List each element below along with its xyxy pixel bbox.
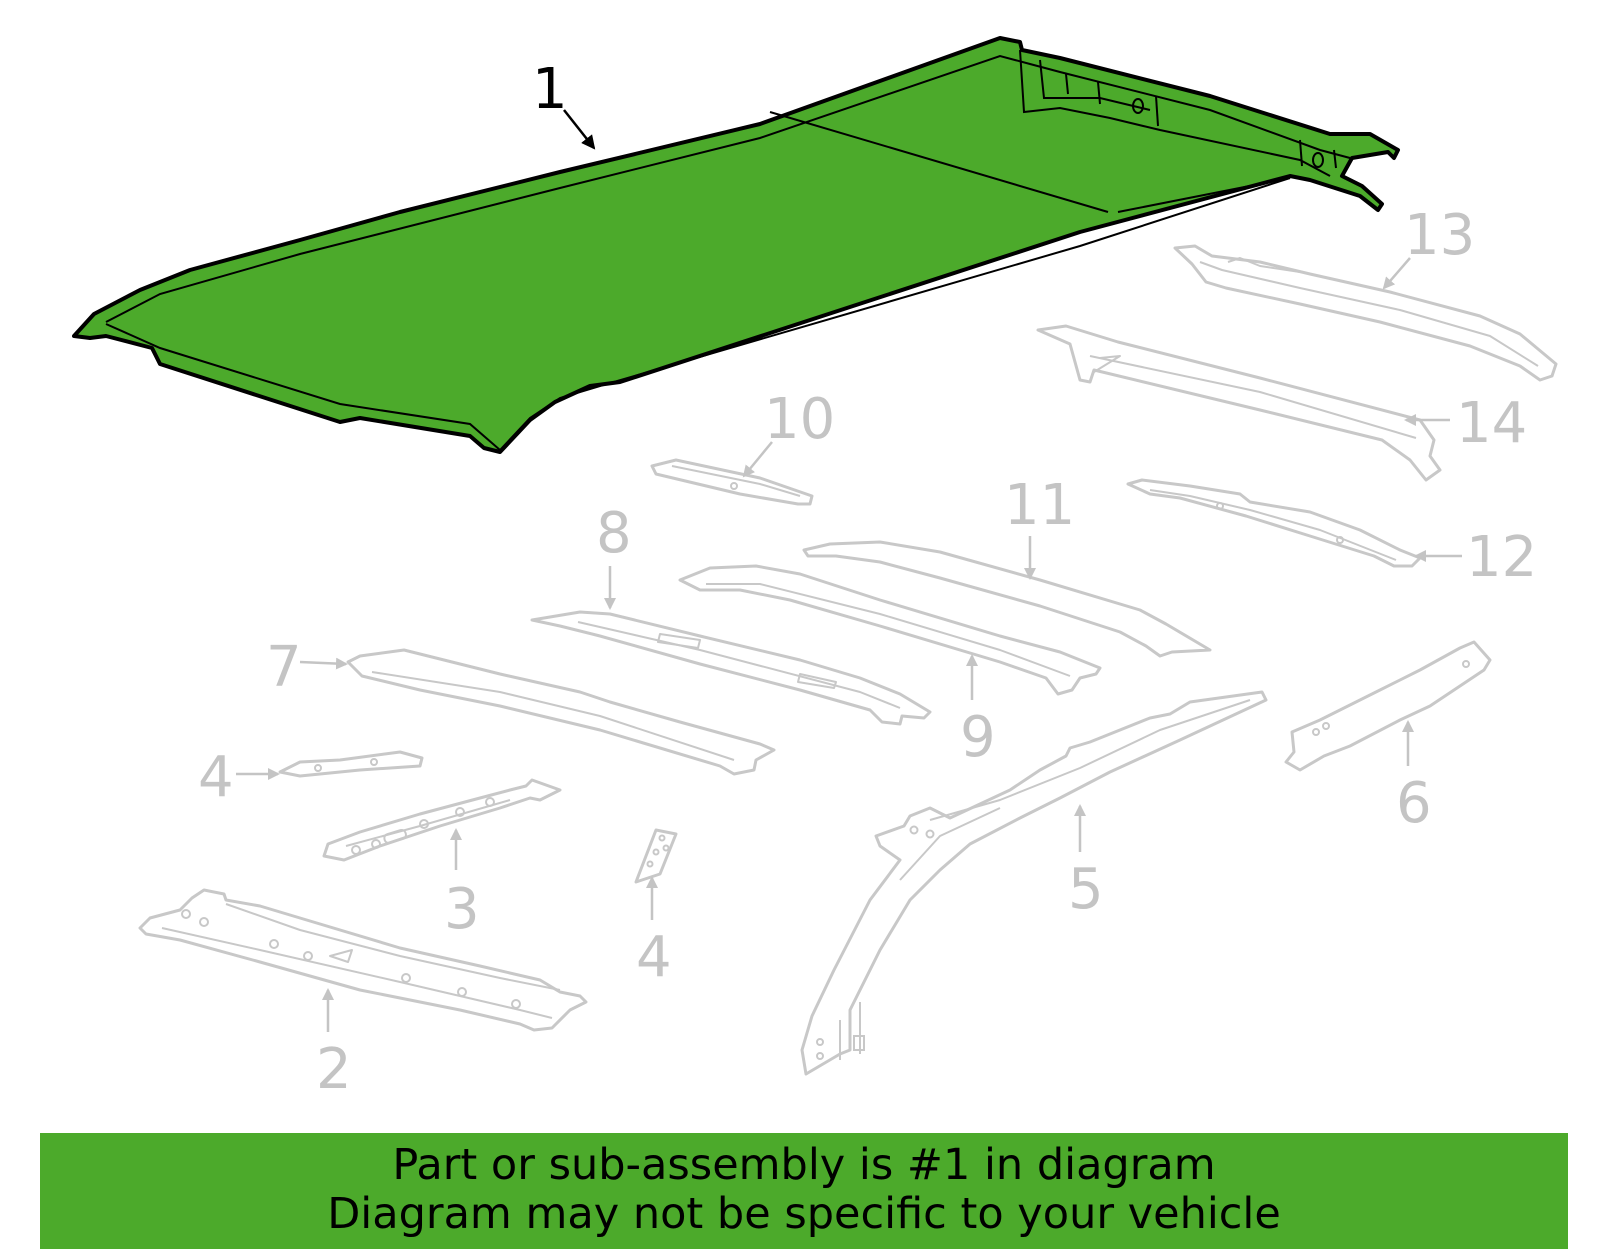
svg-text:13: 13 <box>1404 203 1475 268</box>
svg-text:4: 4 <box>636 925 672 990</box>
callout-10: 10 <box>742 387 835 478</box>
roof-rail-part-14[interactable] <box>1036 324 1442 482</box>
svg-text:1: 1 <box>532 57 568 122</box>
callout-7: 7 <box>266 635 348 700</box>
callout-1: 1 <box>532 57 596 150</box>
callout-3: 3 <box>444 828 480 942</box>
windshield-header-part-2[interactable] <box>138 888 588 1032</box>
bracket-part-10[interactable] <box>650 458 814 506</box>
svg-text:12: 12 <box>1466 525 1537 590</box>
svg-text:4: 4 <box>198 745 234 810</box>
svg-text:9: 9 <box>960 705 996 770</box>
svg-text:14: 14 <box>1456 391 1527 456</box>
callout-14: 14 <box>1404 391 1527 456</box>
callout-11: 11 <box>1004 473 1075 580</box>
roof-bow-part-9[interactable] <box>678 564 1102 696</box>
svg-text:7: 7 <box>266 635 302 700</box>
svg-text:10: 10 <box>764 387 835 452</box>
svg-text:2: 2 <box>316 1037 352 1102</box>
svg-text:11: 11 <box>1004 473 1075 538</box>
svg-text:8: 8 <box>596 501 632 566</box>
callout-12: 12 <box>1414 525 1537 590</box>
svg-text:3: 3 <box>444 877 480 942</box>
bracket-part-3[interactable] <box>322 778 562 862</box>
front-header-part-7[interactable] <box>346 648 776 776</box>
info-banner: Part or sub-assembly is #1 in diagram Di… <box>40 1133 1568 1249</box>
gusset-part-4-upper[interactable] <box>278 750 424 778</box>
callout-2: 2 <box>316 988 352 1102</box>
callout-8: 8 <box>596 501 632 610</box>
rear-header-part-13[interactable] <box>1173 244 1558 382</box>
banner-line-2: Diagram may not be specific to your vehi… <box>327 1189 1281 1239</box>
reinforcement-part-12[interactable] <box>1126 478 1422 568</box>
roof-bow-part-8[interactable] <box>530 610 932 726</box>
banner-line-1: Part or sub-assembly is #1 in diagram <box>392 1140 1216 1190</box>
reinforcement-part-6[interactable] <box>1284 640 1492 772</box>
callout-5: 5 <box>1068 804 1104 922</box>
svg-text:5: 5 <box>1068 857 1104 922</box>
windshield-pillar-part-5[interactable] <box>800 690 1268 1076</box>
callout-4-upper: 4 <box>198 745 280 810</box>
roof-bow-part-11[interactable] <box>802 540 1212 658</box>
callout-9: 9 <box>960 654 996 770</box>
callout-13: 13 <box>1382 203 1475 290</box>
callout-4-lower: 4 <box>636 876 672 990</box>
roof-panel-part-1[interactable] <box>72 36 1400 454</box>
svg-text:6: 6 <box>1396 771 1432 836</box>
gusset-part-4-lower[interactable] <box>634 828 678 884</box>
callout-6: 6 <box>1396 720 1432 836</box>
